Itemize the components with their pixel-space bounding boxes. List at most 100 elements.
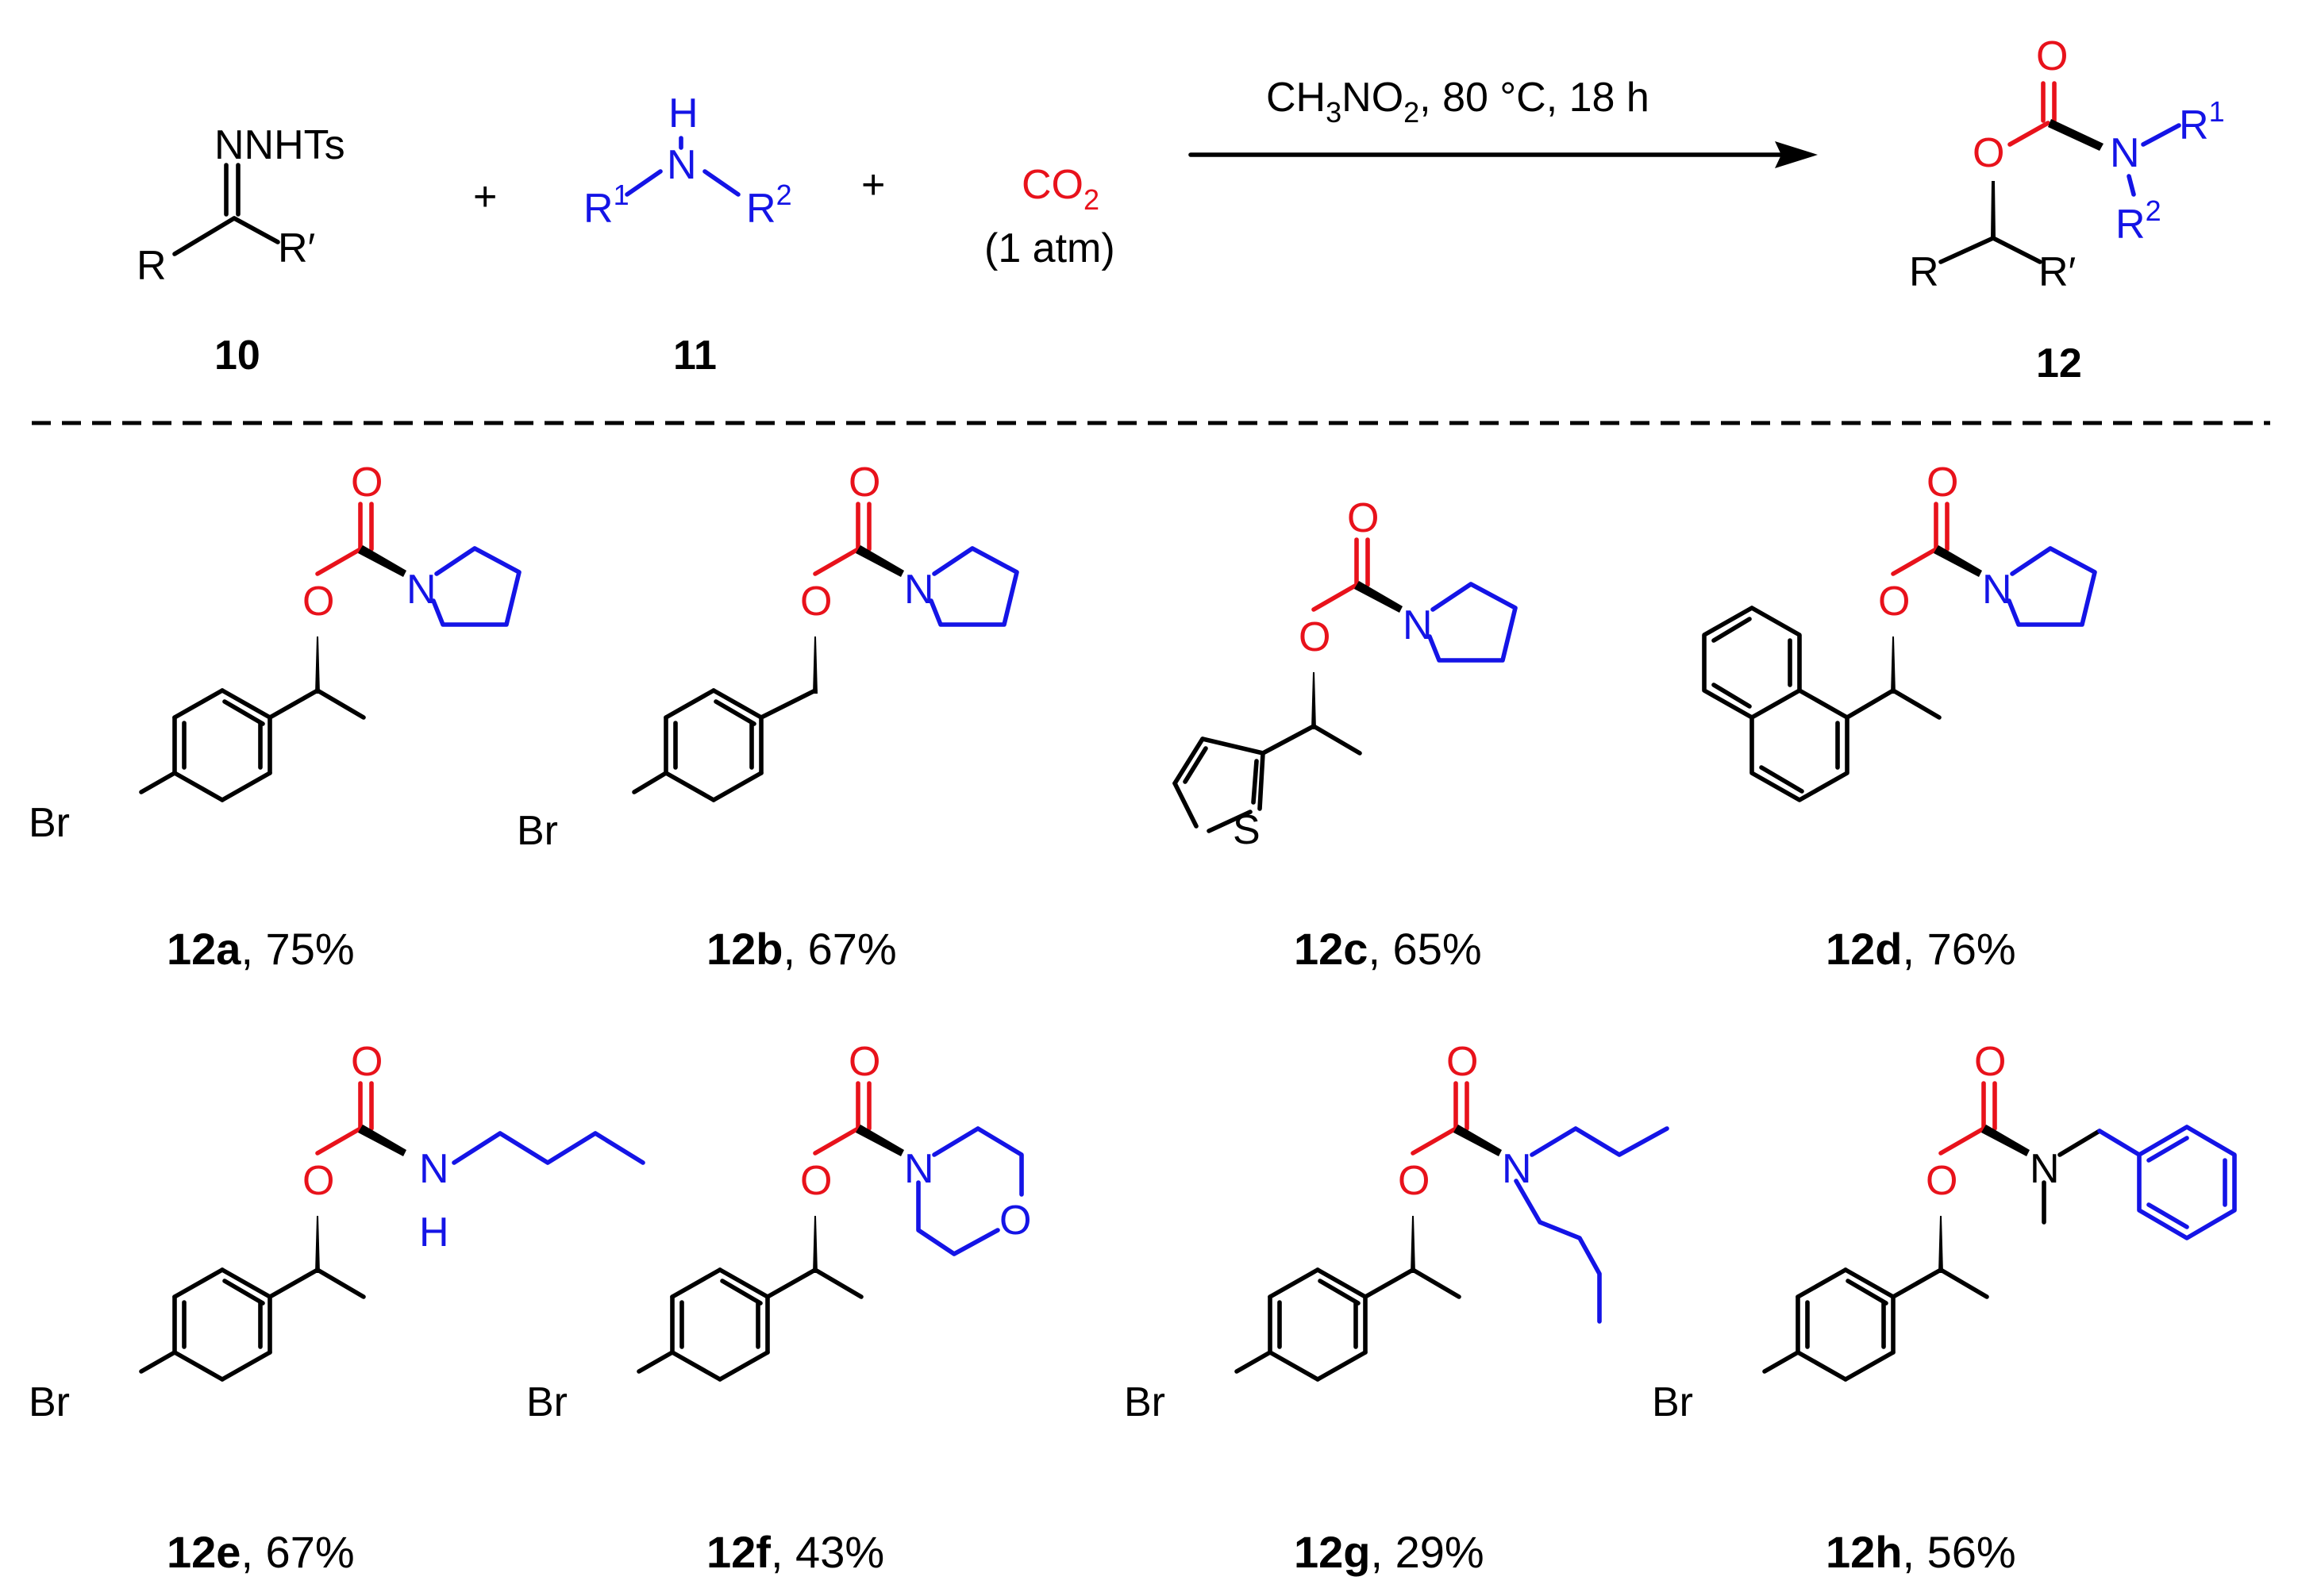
bromine-atom: Br (1124, 1379, 1165, 1425)
oxygen-atom: O (302, 579, 334, 625)
caption-12f-id: 12f (706, 1527, 771, 1577)
amine-r2-sup: 2 (776, 179, 792, 211)
structure-12a: O O Br N (29, 460, 519, 846)
nitrogen-atom: N (1403, 602, 1433, 648)
svg-text:12h, 56%: 12h, 56% (1826, 1527, 2016, 1577)
reactant-co2: CO2 (1 atm) (984, 162, 1115, 271)
caption-12b-yield: , 67% (783, 924, 897, 974)
compound-label-12: 12 (2036, 340, 2082, 387)
structure-12d: O O N (1702, 460, 2095, 802)
caption-12e-yield: , 67% (241, 1527, 354, 1577)
plus-sign-1: + (473, 174, 497, 220)
morpholine-oxygen: O (999, 1198, 1031, 1244)
carbonyl-oxygen: O (1347, 495, 1379, 541)
product-ester-o: O (1973, 130, 2004, 176)
svg-text:CO2: CO2 (1022, 162, 1099, 216)
product-r: R (1909, 249, 1939, 295)
structure-12h: O O Br N (1652, 1039, 2237, 1425)
conditions-rest: , 80 °C, 18 h (1419, 75, 1649, 121)
conditions-sub1: 3 (1326, 96, 1341, 129)
compound-label-10: 10 (214, 333, 260, 379)
product-carbonyl-o: O (2036, 33, 2068, 79)
plus-sign-2: + (861, 162, 885, 208)
tosylhydrazone-label: NNHTs (214, 122, 345, 168)
carbonyl-oxygen: O (1446, 1039, 1478, 1085)
svg-text:12g, 29%: 12g, 29% (1294, 1527, 1484, 1577)
co2-formula: CO (1022, 162, 1084, 208)
caption-12c-yield: , 65% (1368, 924, 1481, 974)
structure-12c: S O O N (1172, 495, 1515, 853)
nh-hydrogen: H (419, 1209, 449, 1256)
caption-12d-id: 12d (1826, 924, 1903, 974)
caption-12a-yield: , 75% (241, 924, 354, 974)
carbonyl-oxygen: O (351, 1039, 383, 1085)
caption-12f-yield: , 43% (771, 1527, 884, 1577)
caption-12g-id: 12g (1294, 1527, 1371, 1577)
amine-r1: R (583, 186, 614, 232)
carbonyl-oxygen: O (351, 460, 383, 506)
svg-text:12d, 76%: 12d, 76% (1826, 924, 2016, 974)
svg-text:CH3NO2, 80 °C, 18 h: CH3NO2, 80 °C, 18 h (1266, 75, 1649, 129)
nitrogen-atom: N (904, 567, 934, 613)
product-r2: R (2115, 202, 2146, 248)
nitrogen-atom: N (406, 567, 437, 613)
co2-pressure: (1 atm) (984, 225, 1115, 271)
product-r-prime: R′ (2038, 249, 2076, 295)
structure-12g: O O Br N (1124, 1039, 1669, 1425)
caption-12g-yield: , 29% (1371, 1527, 1484, 1577)
caption-12e-id: 12e (167, 1527, 241, 1577)
svg-text:R1: R1 (583, 179, 629, 232)
svg-text:R2: R2 (746, 179, 792, 232)
svg-text:R1: R1 (2179, 95, 2225, 148)
oxygen-atom: O (800, 579, 832, 625)
svg-text:12c, 65%: 12c, 65% (1294, 924, 1482, 974)
carbonyl-oxygen: O (849, 1039, 880, 1085)
reactant-10: NNHTs R R′ 10 (137, 122, 345, 379)
caption-12d-yield: , 76% (1903, 924, 2016, 974)
caption-12b-id: 12b (706, 924, 783, 974)
oxygen-atom: O (302, 1158, 334, 1204)
product-r2-sup: 2 (2146, 194, 2161, 227)
r-prime-label: R′ (278, 225, 315, 271)
nh-nitrogen: N (419, 1146, 449, 1192)
product-12: O O N R1 R2 R R′ 12 (1909, 33, 2225, 387)
product-r1: R (2179, 102, 2209, 148)
reactant-11: H N R1 R2 11 (583, 90, 792, 379)
oxygen-atom: O (800, 1158, 832, 1204)
sulfur-atom: S (1233, 807, 1261, 853)
nitrogen-atom: N (1982, 567, 2012, 613)
caption-12c-id: 12c (1294, 924, 1368, 974)
bromine-atom: Br (517, 808, 558, 854)
structure-12b: O O Br N (517, 460, 1017, 854)
conditions-no: NO (1341, 75, 1403, 121)
amine-r2: R (746, 186, 776, 232)
bromine-atom: Br (526, 1379, 568, 1425)
amine-r1-sup: 1 (614, 179, 629, 211)
product-n: N (2110, 130, 2140, 176)
compound-label-11: 11 (673, 333, 717, 379)
carbonyl-oxygen: O (1974, 1039, 2006, 1085)
caption-12a-id: 12a (167, 924, 241, 974)
svg-text:12e, 67%: 12e, 67% (167, 1527, 355, 1577)
amine-h: H (668, 90, 699, 137)
svg-text:R2: R2 (2115, 194, 2161, 248)
svg-text:12b, 67%: 12b, 67% (706, 924, 897, 974)
product-r1-sup: 1 (2209, 95, 2225, 128)
svg-text:12f, 43%: 12f, 43% (706, 1527, 884, 1577)
co2-subscript: 2 (1084, 183, 1099, 216)
conditions-sub2: 2 (1403, 96, 1419, 129)
carbonyl-oxygen: O (849, 460, 880, 506)
oxygen-atom: O (1299, 614, 1330, 660)
r-label: R (137, 243, 167, 289)
oxygen-atom: O (1926, 1158, 1957, 1204)
structure-12e: O O Br N H (29, 1039, 645, 1425)
carbonyl-oxygen: O (1926, 460, 1958, 506)
bromine-atom: Br (29, 1379, 70, 1425)
conditions-ch: CH (1266, 75, 1326, 121)
bromine-atom: Br (29, 800, 70, 846)
structure-12f: O O Br N O (526, 1039, 1031, 1425)
oxygen-atom: O (1398, 1158, 1430, 1204)
bromine-atom: Br (1652, 1379, 1693, 1425)
reaction-arrow: CH3NO2, 80 °C, 18 h (1188, 75, 1818, 168)
